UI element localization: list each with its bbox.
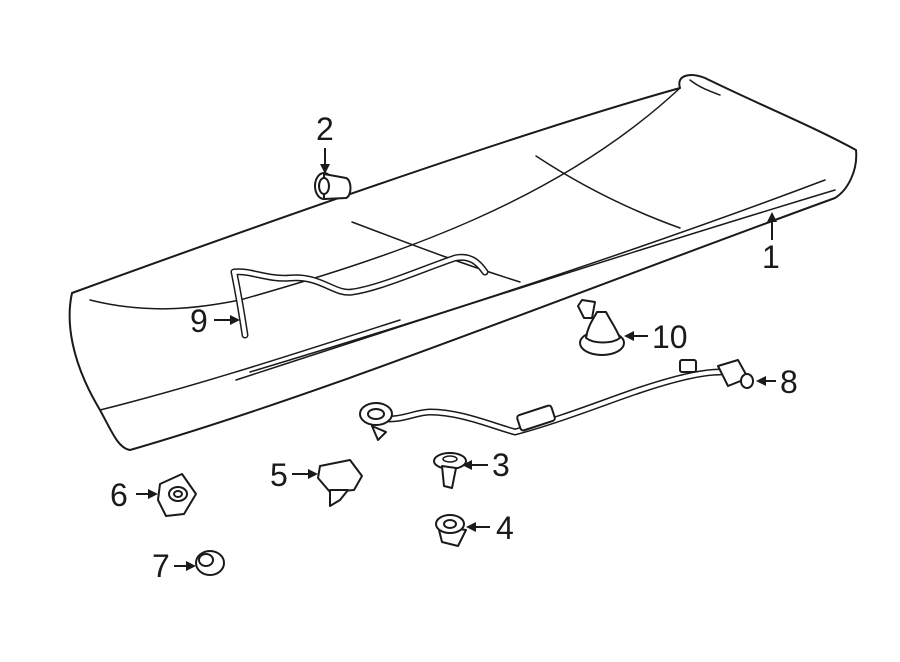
screw (433, 452, 467, 489)
grommet (577, 299, 625, 356)
cable (230, 253, 489, 339)
callout-1: 1 (762, 239, 780, 275)
callout-8: 8 (780, 364, 798, 400)
push-pin (314, 172, 352, 200)
callout-4: 4 (496, 510, 514, 546)
spoiler (68, 74, 858, 451)
callout-6: 6 (110, 477, 128, 513)
callout-5: 5 (270, 457, 288, 493)
callout-9: 9 (190, 303, 208, 339)
callout-3: 3 (492, 447, 510, 483)
retainer (157, 473, 197, 517)
callout-2: 2 (316, 111, 334, 147)
small-nut (195, 550, 225, 576)
clip (317, 459, 363, 507)
wiring-harness (359, 359, 754, 441)
callout-7: 7 (152, 548, 170, 584)
nut (435, 514, 467, 547)
callout-arrows (136, 148, 777, 571)
callout-10: 10 (652, 319, 688, 355)
